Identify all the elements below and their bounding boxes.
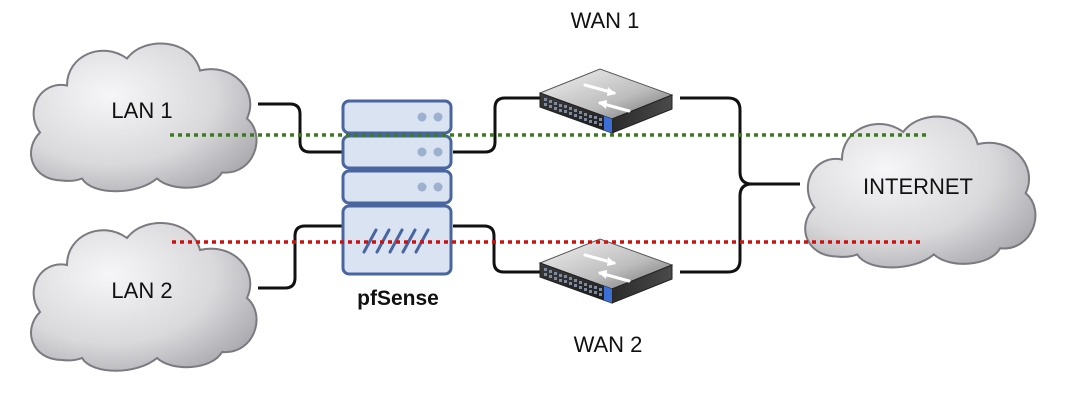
wan2-label: WAN 2 — [574, 332, 643, 357]
pfsense-firewall: pfSense — [341, 99, 453, 310]
lan2-label: LAN 2 — [111, 278, 172, 303]
cloud-lan2: LAN 2 — [29, 221, 258, 372]
cable-wan2-internet — [680, 182, 753, 274]
cable-firewall-wan2 — [453, 224, 540, 274]
cloud-lan1: LAN 1 — [30, 42, 258, 193]
wan1-label: WAN 1 — [571, 8, 640, 33]
network-switch-icon — [540, 239, 672, 303]
cloud-internet: INTERNET — [804, 115, 1037, 269]
switch-wan2: WAN 2 — [540, 239, 672, 357]
cables — [258, 96, 800, 290]
cable-wan1-internet — [680, 96, 800, 186]
cable-lan1-firewall — [258, 102, 342, 154]
cable-lan2-firewall — [258, 224, 342, 290]
lan1-label: LAN 1 — [111, 98, 172, 123]
internet-label: INTERNET — [863, 174, 973, 199]
cable-firewall-wan1 — [453, 96, 540, 154]
pfsense-label: pfSense — [357, 287, 439, 310]
network-switch-icon — [540, 69, 672, 133]
switch-wan1: WAN 1 — [540, 8, 672, 133]
